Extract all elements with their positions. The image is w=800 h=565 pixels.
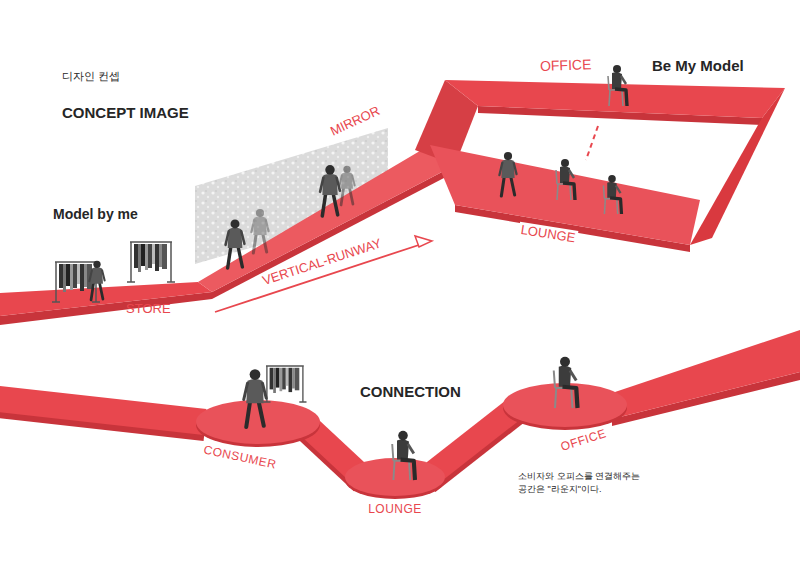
diagram-title: CONCEPT IMAGE xyxy=(62,104,189,122)
platform-label: LOUNGE xyxy=(365,502,425,516)
platform-ellipse xyxy=(195,399,321,449)
walking-person xyxy=(320,165,340,216)
note-text: 소비자와 오피스를 연결해주는 공간은 "라운지"이다. xyxy=(518,470,642,495)
label-anchor: MIRROR xyxy=(355,121,408,137)
connection-band xyxy=(0,398,205,422)
zone-heading: Model by me xyxy=(53,206,138,223)
label-anchor: Be My Model xyxy=(652,57,744,75)
label-anchor: 디자인 컨셉 xyxy=(62,70,120,83)
walking-person xyxy=(251,209,268,253)
label-anchor: Model by me xyxy=(53,206,138,223)
platform-node: CONSUMER xyxy=(195,399,321,464)
dashed-link xyxy=(586,126,598,160)
walking-person xyxy=(339,166,354,205)
walking-person xyxy=(226,219,245,268)
runway-arrowhead xyxy=(415,236,432,247)
zone-label: MIRROR xyxy=(328,103,382,139)
seated-person xyxy=(608,65,627,106)
figure xyxy=(554,357,578,408)
connection-band xyxy=(428,405,520,477)
ellipse-top xyxy=(503,383,627,427)
platform-node: LOUNGE xyxy=(344,457,446,516)
label-anchor: STORE xyxy=(126,301,171,317)
figure xyxy=(263,366,306,402)
walking-person xyxy=(499,152,516,196)
band-wall xyxy=(690,88,785,245)
zone-heading: Be My Model xyxy=(652,57,744,75)
platform-node: OFFICE xyxy=(502,382,628,447)
zone-label: OFFICE xyxy=(540,56,592,75)
label-anchor: VERTICAL-RUNWAY xyxy=(322,262,446,278)
connection-band xyxy=(612,330,800,419)
seated-person xyxy=(603,175,621,214)
label-anchor: CONNECTION xyxy=(360,383,461,401)
title-anchor: CONCEPT IMAGE xyxy=(62,104,189,122)
walking-person xyxy=(89,261,104,300)
seated-person xyxy=(556,159,575,200)
figure xyxy=(392,431,415,480)
store-floor xyxy=(0,282,212,316)
label-anchor: 소비자와 오피스를 연결해주는 공간은 "라운지"이다. xyxy=(518,470,642,495)
section-heading: 디자인 컨셉 xyxy=(62,70,120,83)
platform-ellipse xyxy=(502,382,628,432)
label-anchor: OFFICE xyxy=(540,57,591,74)
clothing-rack xyxy=(127,242,175,282)
section-heading: CONNECTION xyxy=(360,383,461,401)
label-anchor: LOUNGE xyxy=(548,234,607,250)
figure xyxy=(244,369,267,427)
runway-arrow xyxy=(215,242,428,312)
vertical-runway-ramp xyxy=(198,145,465,292)
platform-ellipse xyxy=(344,457,446,501)
band-face xyxy=(212,160,465,299)
zone-label: STORE xyxy=(126,301,171,317)
